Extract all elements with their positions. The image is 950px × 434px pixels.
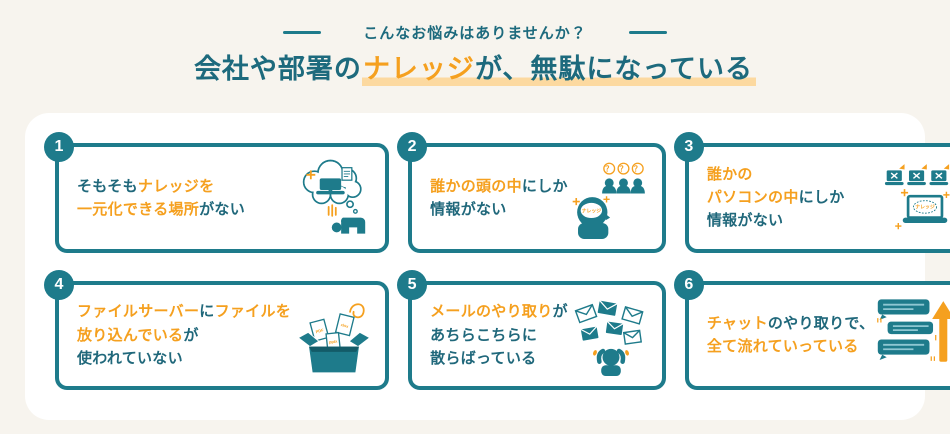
card-text-line: ファイルサーバーにファイルを	[77, 300, 291, 323]
pain-point-card-2: 2 誰かの頭の中にしか情報がない ？ ？ ？ ナレッジ	[397, 132, 666, 253]
card-text-segment: あちらこちらに	[430, 326, 538, 344]
page-title-prefix: 会社や部署の	[193, 54, 362, 84]
card-text-line: そもそもナレッジを	[77, 175, 291, 198]
card-text-line: 全て流れていっている	[707, 335, 875, 358]
page-title-suffix: が、無駄になっている	[474, 54, 754, 84]
card-text-line: 使われていない	[77, 347, 291, 370]
card-text-segment: にしか	[521, 177, 568, 195]
card-number-badge: 6	[673, 269, 704, 300]
card-text-segment: が	[552, 303, 568, 321]
eyebrow-text: こんなお悩みはありませんか？	[363, 25, 587, 42]
card-number-badge: 5	[397, 269, 428, 300]
knowledge-in-personal-laptops-icon: ナレッジ	[874, 157, 950, 239]
card-text-segment: にしか	[798, 189, 845, 207]
files-thrown-into-box-icon: PDF xlsx pptx	[291, 294, 377, 376]
card-text-line: チャットのやり取りで、	[707, 312, 875, 335]
card-text-line: あちらこちらに	[430, 324, 568, 347]
card-text-line: パソコンの中にしか	[707, 186, 875, 209]
card-text-segment: チャット	[706, 315, 768, 332]
page-title-keyword: ナレッジ	[362, 54, 475, 84]
svg-text:？: ？	[634, 164, 642, 173]
card-text-segment: 誰かの	[706, 165, 753, 183]
card-text-segment: ファイルサーバー	[77, 303, 200, 321]
card-text-segment: パソコンの中	[706, 189, 799, 207]
card-text-segment: メールのやり取り	[430, 303, 553, 321]
card-number-badge: 4	[44, 269, 74, 300]
card-text-segment: 誰かの頭の中	[430, 177, 522, 195]
eyebrow-row: こんなお悩みはありませんか？	[0, 0, 950, 43]
pain-point-card-1: 1 そもそもナレッジを一元化できる場所がない	[44, 132, 390, 253]
card-text-segment: のやり取りで、	[767, 315, 875, 332]
card-text-segment: がない	[199, 200, 246, 218]
eyebrow-dash-right	[628, 31, 667, 34]
card-text: メールのやり取りがあちらこちらに散らばっている	[430, 300, 568, 370]
card-number-badge: 2	[397, 132, 428, 162]
card-text-line: 散らばっている	[430, 347, 568, 370]
card-text-line: 情報がない	[707, 209, 875, 232]
card-text-line: 一元化できる場所がない	[77, 198, 291, 221]
card-text: チャットのやり取りで、全て流れていっている	[707, 312, 875, 359]
page-title-highlight: ナレッジが、無駄になっている	[361, 54, 757, 86]
svg-text:？: ？	[619, 164, 627, 173]
card-text-line: 情報がない	[430, 198, 568, 221]
svg-text:ナレッジ: ナレッジ	[581, 208, 601, 214]
card-text-segment: ファイルを	[214, 303, 292, 321]
card-text: ファイルサーバーにファイルを放り込んでいるが使われていない	[77, 300, 291, 370]
card-text-segment: 使われていない	[77, 349, 183, 367]
eyebrow-dash-left	[283, 31, 322, 34]
thought-bubble-laptop-kneeling-person-icon	[291, 157, 377, 239]
svg-text:PDF: PDF	[315, 328, 325, 335]
knowledge-in-head-people-question-icon: ？ ？ ？ ナレッジ	[568, 157, 654, 239]
pain-point-card-4: 4 ファイルサーバーにファイルを放り込んでいるが使われていない PDF xlsx…	[44, 269, 390, 390]
pain-point-card-3: 3 誰かのパソコンの中にしか情報がない ナレッジ	[673, 132, 950, 253]
card-text-segment: 全て流れていっている	[706, 338, 859, 356]
card-text-segment: 一元化できる場所	[77, 200, 200, 218]
card-text-line: 放り込んでいるが	[77, 324, 291, 347]
card-text: 誰かの頭の中にしか情報がない	[430, 175, 568, 222]
card-text-segment: 放り込んでいる	[77, 326, 184, 344]
page-title: 会社や部署のナレッジが、無駄になっている	[0, 52, 950, 87]
svg-text:ナレッジ: ナレッジ	[916, 204, 936, 210]
pain-points-panel: 1 そもそもナレッジを一元化できる場所がない 2 誰かの頭の中にしか情報がない	[25, 113, 950, 420]
card-text-line: 誰かの	[707, 163, 875, 186]
card-text-line: 誰かの頭の中にしか	[430, 175, 568, 198]
pain-point-card-5: 5 メールのやり取りがあちらこちらに散らばっている	[397, 269, 666, 390]
card-number-badge: 3	[673, 132, 704, 162]
svg-text:？: ？	[605, 164, 613, 173]
card-text-segment: そもそも	[77, 177, 138, 195]
card-text-segment: ナレッジを	[137, 177, 215, 195]
scattered-emails-overwhelmed-person-icon	[568, 294, 654, 377]
card-text-segment: 散らばっている	[430, 349, 537, 367]
card-text: そもそもナレッジを一元化できる場所がない	[77, 175, 291, 222]
card-text-segment: が	[183, 326, 199, 344]
card-text-line: メールのやり取りが	[430, 300, 568, 323]
chat-messages-flowing-up-icon	[874, 294, 950, 376]
card-text-segment: 情報がない	[706, 212, 784, 230]
cards-grid: 1 そもそもナレッジを一元化できる場所がない 2 誰かの頭の中にしか情報がない	[44, 132, 950, 390]
card-number-badge: 1	[44, 132, 74, 162]
card-text-segment: 情報がない	[430, 200, 507, 218]
svg-text:pptx: pptx	[329, 339, 339, 345]
card-text-segment: に	[199, 303, 215, 321]
pain-point-card-6: 6 チャットのやり取りで、全て流れていっている	[673, 269, 950, 390]
card-text: 誰かのパソコンの中にしか情報がない	[707, 163, 875, 233]
svg-text:xlsx: xlsx	[340, 322, 350, 329]
